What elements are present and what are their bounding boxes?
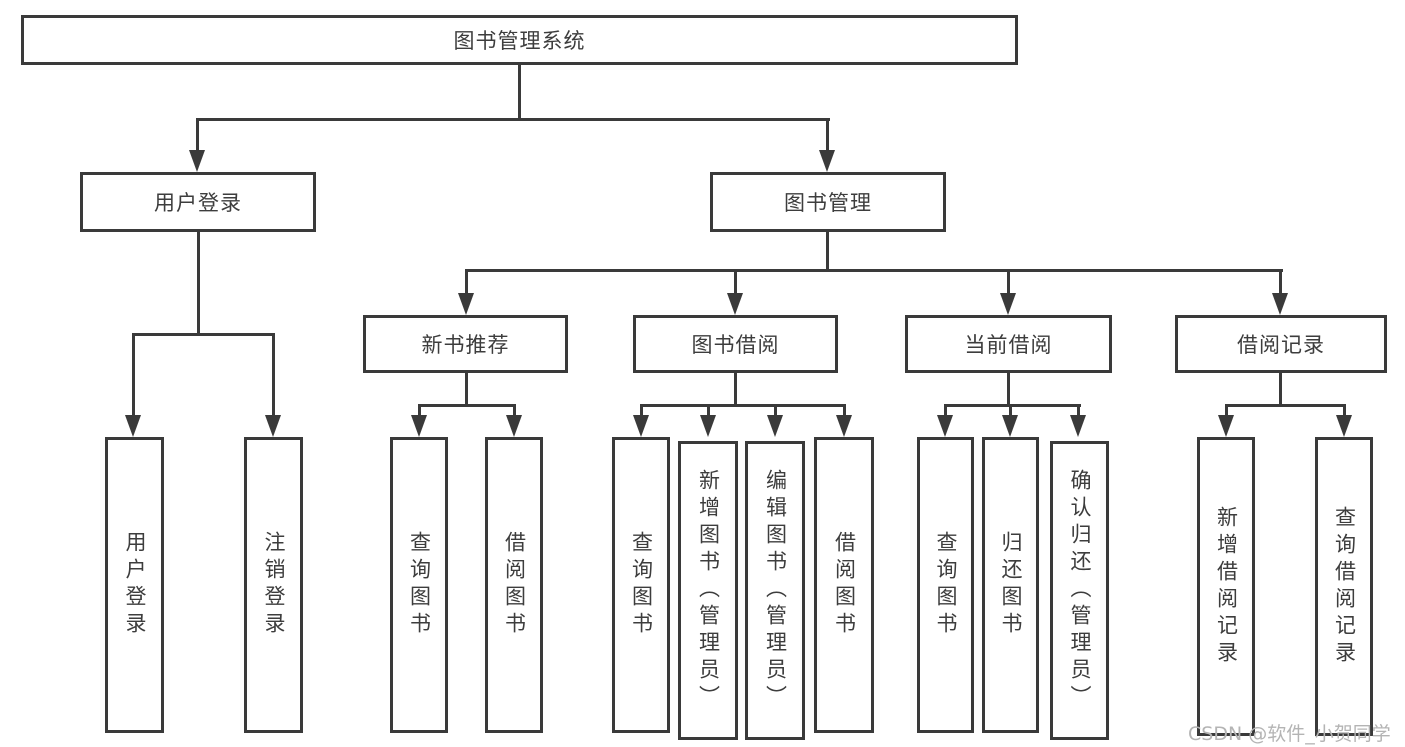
node-leaf-logout: 注销登录	[244, 437, 303, 733]
connector-line	[196, 118, 830, 121]
connector-line	[465, 373, 468, 407]
arrow-down-icon	[633, 415, 649, 437]
connector-line	[518, 65, 521, 121]
arrow-down-icon	[767, 415, 783, 437]
node-leaf-br-add-record: 新增借阅记录	[1197, 437, 1255, 736]
arrow-down-icon	[189, 150, 205, 172]
arrow-down-icon	[1218, 415, 1234, 437]
connector-line	[640, 404, 846, 407]
arrow-down-icon	[1002, 415, 1018, 437]
connector-line	[1077, 404, 1080, 418]
node-leaf-cb-return-books: 归还图书	[982, 437, 1039, 733]
node-current-borrowing: 当前借阅	[905, 315, 1112, 373]
arrow-down-icon	[819, 150, 835, 172]
node-leaf-cb-confirm-return-admin: 确认归还（管理员）	[1050, 441, 1109, 740]
connector-line	[418, 404, 421, 418]
arrow-down-icon	[411, 415, 427, 437]
connector-line	[734, 269, 737, 295]
connector-line	[1343, 404, 1346, 418]
arrow-down-icon	[125, 415, 141, 437]
node-root-system: 图书管理系统	[21, 15, 1018, 65]
node-book-borrowing: 图书借阅	[633, 315, 838, 373]
connector-line	[734, 373, 737, 407]
node-leaf-br-query-record: 查询借阅记录	[1315, 437, 1373, 736]
connector-line	[826, 118, 829, 152]
connector-line	[196, 118, 199, 152]
node-leaf-bb-add-books-admin: 新增图书（管理员）	[678, 441, 738, 740]
connector-line	[1279, 373, 1282, 407]
node-leaf-bb-edit-books-admin: 编辑图书（管理员）	[745, 441, 805, 740]
connector-line	[944, 404, 947, 418]
arrow-down-icon	[1336, 415, 1352, 437]
node-leaf-cb-query-books: 查询图书	[917, 437, 974, 733]
connector-line	[1007, 373, 1010, 407]
arrow-down-icon	[458, 293, 474, 315]
connector-line	[272, 333, 275, 417]
connector-line	[1007, 269, 1010, 295]
connector-line	[826, 232, 829, 272]
arrow-down-icon	[1000, 293, 1016, 315]
node-leaf-bb-borrow-books: 借阅图书	[814, 437, 874, 733]
connector-line	[1279, 269, 1282, 295]
connector-line	[640, 404, 643, 418]
node-leaf-rec-borrow-books: 借阅图书	[485, 437, 543, 733]
connector-line	[1225, 404, 1228, 418]
connector-line	[843, 404, 846, 418]
node-book-management: 图书管理	[710, 172, 946, 232]
connector-line	[465, 269, 1283, 272]
connector-line	[944, 404, 1081, 407]
connector-line	[1225, 404, 1346, 407]
connector-line	[132, 333, 135, 417]
arrow-down-icon	[700, 415, 716, 437]
node-leaf-bb-query-books: 查询图书	[612, 437, 670, 733]
arrow-down-icon	[506, 415, 522, 437]
arrow-down-icon	[937, 415, 953, 437]
connector-line	[197, 232, 200, 336]
connector-line	[513, 404, 516, 418]
connector-line	[1009, 404, 1012, 418]
node-user-login: 用户登录	[80, 172, 316, 232]
node-leaf-login: 用户登录	[105, 437, 164, 733]
connector-line	[774, 404, 777, 418]
node-new-book-recommend: 新书推荐	[363, 315, 568, 373]
arrow-down-icon	[836, 415, 852, 437]
connector-line	[132, 333, 275, 336]
connector-line	[707, 404, 710, 418]
node-borrowing-records: 借阅记录	[1175, 315, 1387, 373]
csdn-watermark: CSDN @软件_小贺同学	[1188, 723, 1391, 745]
arrow-down-icon	[727, 293, 743, 315]
arrow-down-icon	[265, 415, 281, 437]
arrow-down-icon	[1272, 293, 1288, 315]
connector-line	[418, 404, 516, 407]
node-leaf-rec-query-books: 查询图书	[390, 437, 448, 733]
connector-line	[465, 269, 468, 295]
arrow-down-icon	[1070, 415, 1086, 437]
